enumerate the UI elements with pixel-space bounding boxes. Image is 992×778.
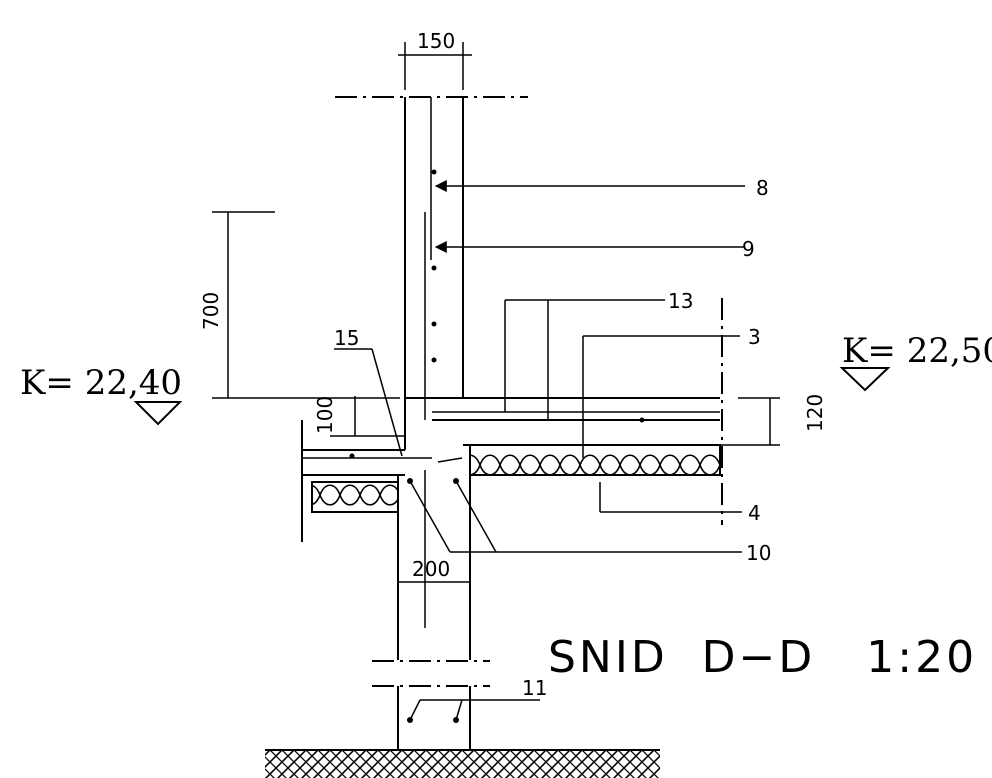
level-triangle-left [133,401,183,426]
leader-lines [334,180,745,721]
dim-base-width: 200 [412,557,450,581]
callout-15: 15 [334,326,359,350]
dimension-lines [212,42,780,583]
dim-height-120: 120 [803,394,827,432]
dim-height-700: 700 [199,292,223,330]
callout-8: 8 [756,176,769,200]
foundation [265,457,660,778]
callout-3: 3 [748,325,761,349]
section-title: SNID D−D 1:20 [548,632,977,683]
callout-10: 10 [746,541,771,565]
dim-wall-width: 150 [417,29,455,53]
callout-4: 4 [748,501,761,525]
dim-height-100: 100 [313,396,337,434]
callout-9: 9 [742,237,755,261]
level-right: K= 22,50 [842,331,992,371]
insulation [311,444,721,513]
wall [404,97,464,420]
callout-11: 11 [522,676,547,700]
callout-13: 13 [668,289,693,313]
level-left: K= 22,40 [20,363,182,403]
level-triangle-right [839,367,891,392]
